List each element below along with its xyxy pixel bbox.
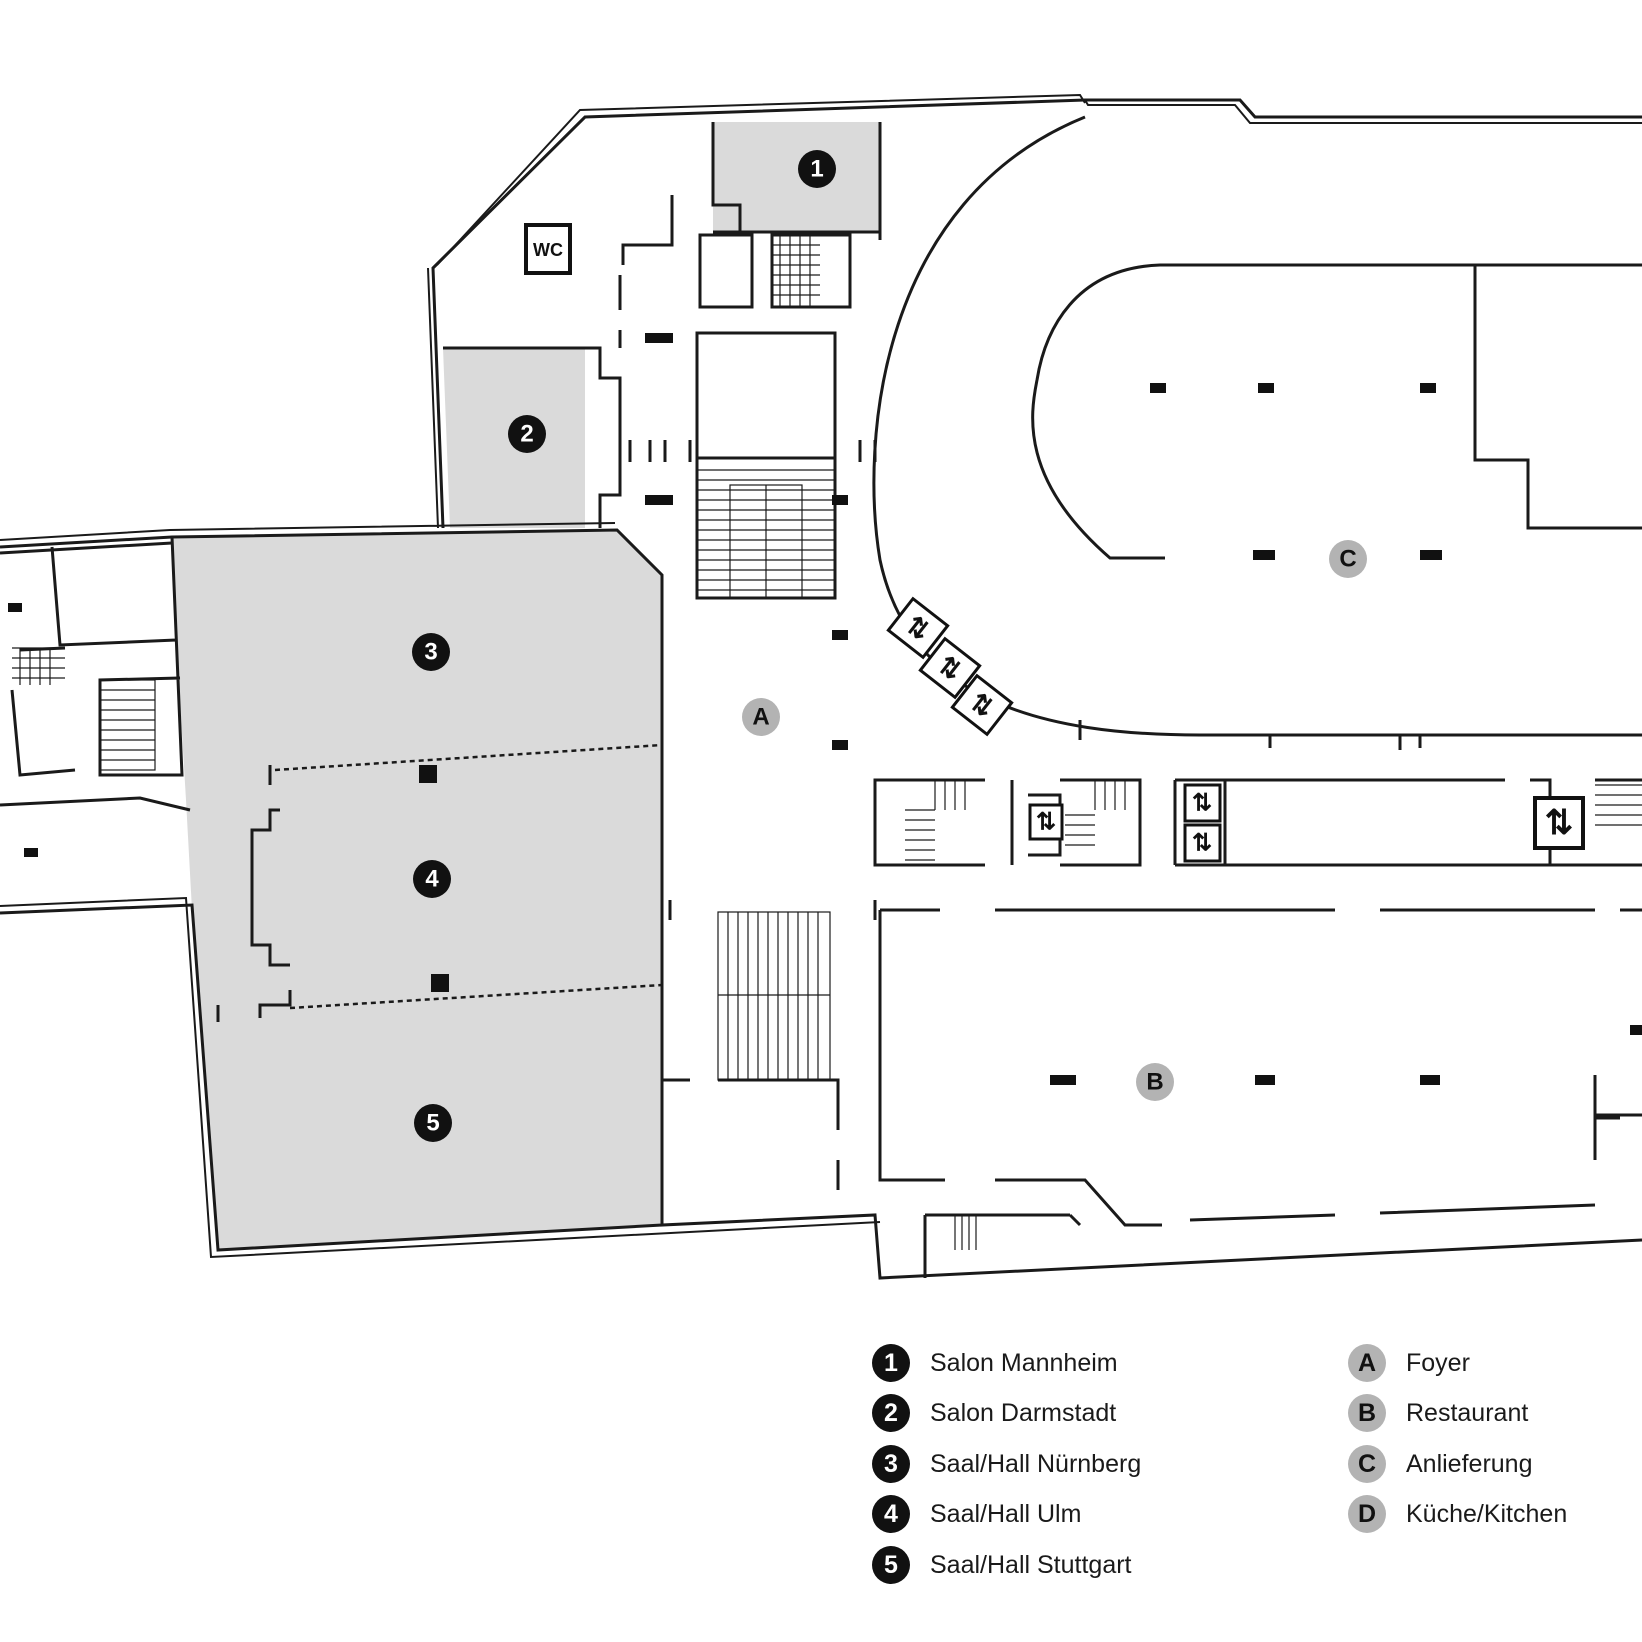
elevator-icon: ⇅ [950,673,1014,737]
left-annex-walls [0,536,191,812]
legend-item-area-a: A Foyer [1348,1343,1470,1383]
stairs-top [772,235,820,307]
elevator-icon: ⇅ [1028,803,1064,841]
wc-corridor-walls [618,195,852,600]
pillar [1050,1075,1076,1085]
pillar [419,765,437,783]
legend-marker: 1 [872,1344,910,1382]
room-marker-2: 2 [508,415,546,453]
svg-text:1: 1 [810,156,823,183]
svg-text:4: 4 [425,866,439,893]
pillar [832,740,848,750]
legend-item-area-d: D Küche/Kitchen [1348,1494,1567,1534]
pillar [1253,550,1275,560]
pillar [832,630,848,640]
legend-item-room-2: 2 Salon Darmstadt [872,1393,1116,1433]
pillar [832,495,848,505]
legend-label: Saal/Hall Stuttgart [930,1550,1132,1579]
legend-item-room-1: 1 Salon Mannheim [872,1343,1118,1383]
room-2-walls [443,346,622,528]
legend-label: Salon Mannheim [930,1348,1118,1377]
outer-wall-inner [0,93,1642,1259]
legend-label: Küche/Kitchen [1406,1499,1568,1528]
legend-marker: 2 [872,1394,910,1432]
pillar [1420,1075,1440,1085]
stairs-service [905,780,1642,861]
rooms-3-5-inner-walls [216,660,690,1082]
room-marker-1: 1 [798,150,836,188]
svg-text:2: 2 [520,421,533,448]
legend-label: Anlieferung [1406,1449,1533,1478]
pillar [645,495,673,505]
legend-marker: 5 [872,1546,910,1584]
pillar [431,974,449,992]
service-block-walls [873,778,1642,867]
area-marker-b: B [1136,1063,1174,1101]
elevator-icon: ⇅ [918,636,982,700]
elevator-icon: ⇅ [1183,783,1222,823]
legend-label: Saal/Hall Ulm [930,1499,1082,1528]
restaurant-right-walls [1593,1113,1642,1160]
divider-3-4 [274,743,663,772]
elevator-icon: ⇅ [1533,796,1585,850]
pillar [1255,1075,1275,1085]
loading-dock-outer [872,115,1642,737]
wc-sign-icon: WC [524,223,572,275]
elevator-icon: ⇅ [1183,823,1222,863]
area-marker-a: A [742,698,780,736]
pillar [1258,383,1274,393]
room-1-walls [711,122,882,240]
legend-label: Foyer [1406,1348,1470,1377]
legend-item-area-c: C Anlieferung [1348,1444,1532,1484]
svg-text:5: 5 [426,1110,439,1137]
room-marker-4: 4 [413,860,451,898]
pillar [645,333,673,343]
elevator-icon: ⇅ [886,596,950,660]
restaurant-walls [878,908,1642,1227]
south-corridor-walls [718,1078,1082,1278]
svg-text:C: C [1339,546,1356,573]
svg-text:⇅: ⇅ [1545,804,1574,842]
svg-text:⇅: ⇅ [1036,809,1056,836]
room-marker-5: 5 [414,1104,452,1142]
pillar [1150,383,1166,393]
legend-marker: D [1348,1495,1386,1533]
svg-text:⇅: ⇅ [1192,790,1212,817]
divider-4-5 [289,983,663,1010]
room-1-fill [713,122,880,232]
legend-marker: A [1348,1344,1386,1382]
svg-text:⇅: ⇅ [1192,830,1212,857]
pillar [1630,1025,1642,1035]
pillar [8,603,22,612]
pillar [24,848,38,857]
legend-item-room-3: 3 Saal/Hall Nürnberg [872,1444,1141,1484]
legend-marker: 3 [872,1445,910,1483]
stairs-left-annex [12,647,156,771]
legend-item-room-5: 5 Saal/Hall Stuttgart [872,1545,1132,1585]
legend-label: Restaurant [1406,1398,1529,1427]
legend-marker: C [1348,1445,1386,1483]
stairs-kitchen [954,1215,977,1250]
pillar [1420,550,1442,560]
room-marker-3: 3 [412,633,450,671]
svg-text:B: B [1146,1069,1163,1096]
legend-marker: B [1348,1394,1386,1432]
legend-label: Salon Darmstadt [930,1398,1117,1427]
stairs-foyer-north [697,469,835,599]
loading-dock-inner [1031,263,1642,560]
svg-text:3: 3 [424,639,437,666]
legend-item-room-4: 4 Saal/Hall Ulm [872,1494,1081,1534]
area-marker-c: C [1329,540,1367,578]
legend-item-area-b: B Restaurant [1348,1393,1528,1433]
legend-marker: 4 [872,1495,910,1533]
pillar [1420,383,1436,393]
legend-label: Saal/Hall Nürnberg [930,1449,1142,1478]
door-jambs [628,440,1422,920]
svg-text:A: A [752,704,769,731]
svg-text:WC: WC [533,240,563,260]
stairs-foyer-south [717,911,831,1081]
